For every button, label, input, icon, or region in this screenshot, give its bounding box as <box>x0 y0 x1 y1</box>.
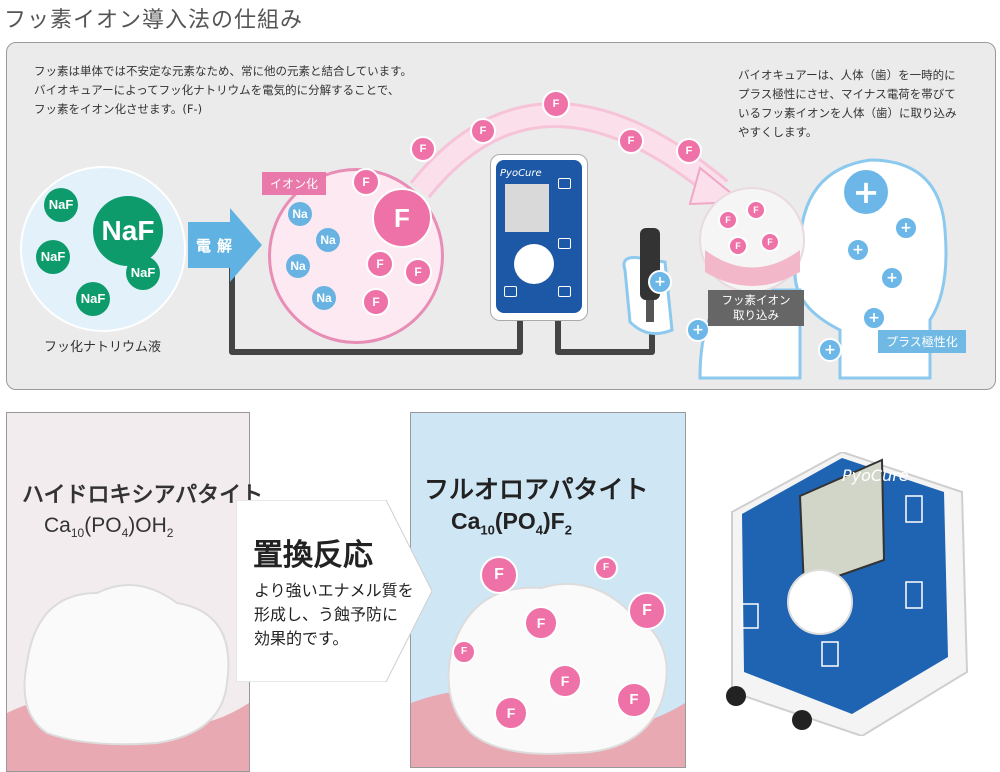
device-brand: PyoCure <box>500 168 542 179</box>
electrolysis-label: 電解 <box>196 237 239 255</box>
fluoride-ion-mouth: F <box>746 200 766 220</box>
na-ion: Na <box>288 202 312 226</box>
left-description: フッ素は単体では不安定な元素なため、常に他の元素と結合しています。 バイオキュア… <box>34 62 454 119</box>
solution-label: フッ化ナトリウム液 <box>44 340 162 355</box>
fluoride-ion-tooth: F <box>480 556 518 594</box>
formula-subscript: 10 <box>70 526 85 541</box>
fluoride-ion-arc: F <box>470 118 496 144</box>
fluorapatite-title: フルオロアパタイト <box>424 475 649 504</box>
fluorapatite-panel <box>410 412 686 768</box>
naf-molecule: NaF <box>76 282 110 316</box>
device-button <box>504 286 517 297</box>
formula-subscript: 2 <box>564 522 572 538</box>
formula-subscript: 4 <box>535 522 543 538</box>
fluoride-ion-arc: F <box>410 136 436 162</box>
na-ion: Na <box>316 228 340 252</box>
right-description-line: プラス極性にさせ、マイナス電荷を帯びて <box>738 87 956 101</box>
fluoride-ion-mouth: F <box>718 210 738 230</box>
plus-charge: + <box>686 318 710 342</box>
device-screen <box>505 184 549 232</box>
fluoride-ion-tooth: F <box>594 556 618 580</box>
fluoride-ion-mouth: F <box>728 236 748 256</box>
plus-charge: + <box>880 266 904 290</box>
fluoride-ion-tooth: F <box>616 682 652 718</box>
ionization-tag: イオン化 <box>262 172 327 195</box>
fluoride-ion-arc: F <box>542 90 570 118</box>
fluorapatite-formula: Ca10(PO4)F2 <box>451 508 572 538</box>
formula-subscript: 4 <box>121 526 129 541</box>
fluoride-ion-tooth: F <box>628 592 666 630</box>
formula-part: Ca <box>44 514 71 537</box>
formula-part: (PO <box>84 514 122 537</box>
reaction-text-line: 効果的です。 <box>254 629 349 648</box>
fluoride-ion-tooth: F <box>452 640 476 664</box>
fluoride-ion: F <box>352 168 380 196</box>
reaction-text-line: より強いエナメル質を <box>254 581 414 600</box>
plus-charge: + <box>894 216 918 240</box>
fluoride-ion-tooth: F <box>524 606 558 640</box>
tooth-illustration <box>7 584 249 771</box>
formula-subscript: 10 <box>480 522 495 538</box>
product-brand: PyoCure <box>842 466 909 485</box>
naf-molecule-large: NaF <box>93 196 163 266</box>
intake-tag-line: フッ素イオン <box>721 293 791 307</box>
right-description-line: やすくします。 <box>738 125 818 139</box>
fluoride-ion: F <box>362 288 390 316</box>
formula-part: )OH <box>128 514 167 537</box>
naf-molecule: NaF <box>44 188 78 222</box>
hydroxyapatite-formula: Ca10(PO4)OH2 <box>44 514 173 540</box>
reaction-text: より強いエナメル質を 形成し、う蝕予防に 効果的です。 <box>254 579 414 651</box>
fluoride-ion: F <box>366 250 394 278</box>
naf-molecule: NaF <box>36 240 70 274</box>
reaction-title: 置換反応 <box>253 538 373 573</box>
plus-charge: + <box>818 338 842 362</box>
device-knob <box>514 244 554 284</box>
fluoride-intake-tag: フッ素イオン 取り込み <box>708 290 804 326</box>
fluoride-ion-arc: F <box>618 128 644 154</box>
na-ion: Na <box>286 254 310 278</box>
page-title: フッ素イオン導入法の仕組み <box>4 8 304 33</box>
right-description: バイオキュアーは、人体（歯）を一時的に プラス極性にさせ、マイナス電荷を帯びて … <box>738 66 988 142</box>
device-button <box>558 178 571 189</box>
left-description-line: バイオキュアーによってフッ化ナトリウムを電気的に分解することで、 <box>34 83 400 97</box>
reaction-arrow-box <box>236 500 432 682</box>
plus-polarization-tag: プラス極性化 <box>878 330 966 353</box>
fluoride-ion-large: F <box>372 188 432 248</box>
formula-part: Ca <box>451 508 481 534</box>
right-description-line: いるフッ素イオンを人体（歯）に取り込み <box>738 106 957 120</box>
fluoride-ion: F <box>404 258 432 286</box>
fluoride-ion-mouth: F <box>760 232 780 252</box>
fluoride-ion-tooth: F <box>548 664 582 698</box>
hydroxyapatite-panel <box>6 412 250 772</box>
reaction-text-line: 形成し、う蝕予防に <box>254 605 399 624</box>
plus-charge: + <box>648 270 672 294</box>
plus-charge-large: + <box>842 168 890 216</box>
right-description-line: バイオキュアーは、人体（歯）を一時的に <box>738 68 956 82</box>
left-description-line: フッ素は単体では不安定な元素なため、常に他の元素と結合しています。 <box>34 64 413 78</box>
na-ion: Na <box>312 286 336 310</box>
formula-subscript: 2 <box>166 526 174 541</box>
intake-tag-line: 取り込み <box>733 308 779 322</box>
left-description-line: フッ素をイオン化させます。(F-) <box>34 102 203 116</box>
hydroxyapatite-title: ハイドロキシアパタイト <box>22 483 264 508</box>
product-photo <box>726 452 969 736</box>
device-button <box>558 286 571 297</box>
naf-molecule: NaF <box>126 256 160 290</box>
formula-part: (PO <box>494 508 536 534</box>
plus-charge: + <box>862 306 886 330</box>
fluoride-ion-tooth: F <box>494 696 528 730</box>
fluoride-ion-arc: F <box>676 138 702 164</box>
device-button <box>558 238 571 249</box>
formula-part: )F <box>543 508 565 534</box>
plus-charge: + <box>846 238 870 262</box>
